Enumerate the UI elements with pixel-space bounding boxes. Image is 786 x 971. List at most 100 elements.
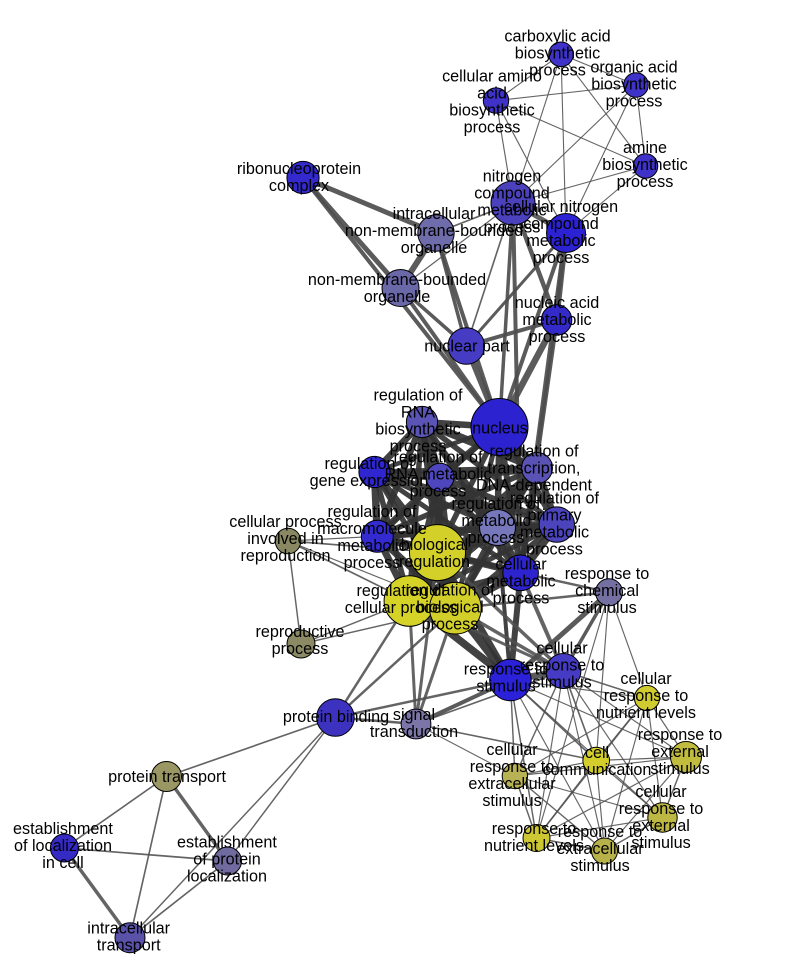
svg-text:nucleus: nucleus: [472, 420, 528, 438]
svg-text:process: process: [533, 249, 590, 267]
svg-text:response to: response to: [492, 820, 577, 838]
svg-text:process: process: [484, 219, 541, 237]
svg-text:metabolic: metabolic: [520, 524, 589, 542]
svg-text:primary: primary: [528, 507, 583, 525]
svg-text:establishment: establishment: [177, 834, 277, 852]
svg-text:of protein: of protein: [193, 851, 261, 869]
svg-text:process: process: [410, 483, 467, 501]
svg-text:process: process: [464, 119, 521, 137]
svg-text:biosynthetic: biosynthetic: [375, 421, 460, 439]
svg-text:nuclear part: nuclear part: [424, 338, 510, 356]
svg-text:RNA metabolic: RNA metabolic: [384, 466, 491, 484]
svg-text:response to: response to: [619, 800, 704, 818]
svg-text:biological: biological: [416, 599, 484, 617]
svg-text:biosynthetic: biosynthetic: [591, 76, 676, 94]
svg-text:involved in: involved in: [247, 530, 324, 548]
svg-text:RNA: RNA: [401, 404, 435, 422]
svg-text:gene expression: gene expression: [310, 472, 429, 490]
svg-text:response to: response to: [558, 823, 643, 841]
svg-text:reproductive: reproductive: [255, 623, 344, 641]
svg-text:biosynthetic: biosynthetic: [602, 156, 687, 174]
svg-text:external: external: [651, 743, 709, 761]
svg-text:regulation of: regulation of: [373, 387, 463, 405]
svg-text:regulation of: regulation of: [510, 490, 600, 508]
svg-text:communication: communication: [543, 761, 652, 779]
svg-text:process: process: [529, 62, 586, 80]
svg-text:ribonucleoprotein: ribonucleoprotein: [237, 160, 361, 178]
svg-text:transport: transport: [97, 937, 161, 955]
svg-text:cellular amino: cellular amino: [442, 68, 542, 86]
svg-text:response to: response to: [638, 726, 723, 744]
svg-text:non-membrane-bounded: non-membrane-bounded: [345, 222, 523, 240]
svg-text:biosynthetic: biosynthetic: [515, 45, 600, 63]
svg-text:of localization: of localization: [14, 837, 112, 855]
svg-text:metabolic: metabolic: [461, 512, 530, 530]
svg-text:reproduction: reproduction: [241, 547, 331, 565]
svg-text:protein transport: protein transport: [108, 768, 226, 786]
svg-text:metabolic: metabolic: [486, 573, 555, 591]
svg-text:process: process: [526, 541, 583, 559]
svg-text:intracellular: intracellular: [87, 920, 170, 938]
svg-text:non-membrane-bounded: non-membrane-bounded: [308, 271, 486, 289]
svg-text:localization: localization: [187, 868, 267, 886]
svg-text:process: process: [422, 616, 479, 634]
svg-text:cellular: cellular: [620, 670, 672, 688]
svg-text:metabolic: metabolic: [526, 232, 595, 250]
svg-text:cellular: cellular: [495, 556, 547, 574]
svg-text:regulation of: regulation of: [451, 495, 541, 513]
svg-text:metabolic: metabolic: [337, 537, 406, 555]
svg-text:organic acid: organic acid: [590, 59, 677, 77]
svg-text:carboxylic acid: carboxylic acid: [504, 28, 610, 46]
svg-text:nutrient levels: nutrient levels: [484, 837, 584, 855]
svg-text:stimulus: stimulus: [577, 599, 636, 617]
svg-text:response to: response to: [520, 657, 605, 675]
svg-text:process: process: [272, 640, 329, 658]
svg-text:biological: biological: [401, 536, 469, 554]
svg-text:stimulus: stimulus: [650, 760, 709, 778]
svg-text:compound: compound: [474, 185, 550, 203]
svg-text:process: process: [493, 590, 550, 608]
svg-text:process: process: [390, 438, 447, 456]
svg-text:regulation of: regulation of: [324, 455, 414, 473]
svg-text:compound: compound: [523, 215, 599, 233]
svg-text:stimulus: stimulus: [570, 857, 629, 875]
svg-text:organelle: organelle: [401, 239, 468, 257]
svg-text:process: process: [606, 93, 663, 111]
svg-text:chemical: chemical: [575, 582, 639, 600]
svg-text:process: process: [468, 529, 525, 547]
svg-text:cell: cell: [585, 744, 609, 762]
svg-text:regulation of: regulation of: [393, 449, 483, 467]
svg-text:transduction: transduction: [370, 723, 458, 741]
svg-text:establishment: establishment: [13, 820, 113, 838]
svg-text:macromolecule: macromolecule: [317, 520, 427, 538]
svg-text:metabolic: metabolic: [477, 202, 546, 220]
svg-text:protein binding: protein binding: [283, 708, 389, 726]
svg-text:stimulus: stimulus: [482, 792, 541, 810]
svg-text:external: external: [632, 817, 690, 835]
svg-text:stimulus: stimulus: [476, 678, 535, 696]
svg-text:regulation: regulation: [399, 553, 470, 571]
svg-text:complex: complex: [269, 177, 329, 195]
svg-text:extracellular: extracellular: [468, 775, 556, 793]
svg-text:stimulus: stimulus: [532, 674, 591, 692]
svg-text:cellular: cellular: [486, 741, 538, 759]
svg-text:regulation of: regulation of: [489, 443, 579, 461]
svg-text:DNA-dependent: DNA-dependent: [476, 477, 593, 495]
svg-text:response to: response to: [565, 565, 650, 583]
svg-text:response to: response to: [470, 758, 555, 776]
svg-text:acid: acid: [477, 85, 507, 103]
svg-text:regulation of: regulation of: [356, 582, 446, 600]
svg-text:cellular nitrogen: cellular nitrogen: [504, 198, 618, 216]
svg-text:process: process: [529, 328, 586, 346]
svg-text:transcription,: transcription,: [488, 460, 581, 478]
svg-text:metabolic: metabolic: [522, 311, 591, 329]
svg-text:in cell: in cell: [42, 854, 83, 872]
svg-text:process: process: [344, 554, 401, 572]
svg-text:response to: response to: [604, 687, 689, 705]
svg-text:amine: amine: [623, 139, 667, 157]
svg-text:cellular process: cellular process: [229, 513, 341, 531]
svg-text:nitrogen: nitrogen: [483, 168, 542, 186]
svg-text:process: process: [617, 173, 674, 191]
svg-text:intracellular: intracellular: [393, 205, 476, 223]
svg-text:cellular: cellular: [536, 640, 588, 658]
